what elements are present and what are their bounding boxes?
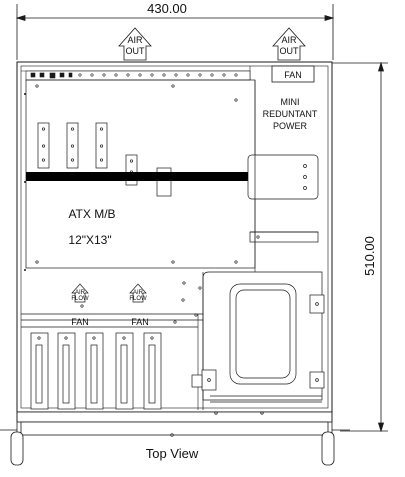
left-wall-holes bbox=[24, 93, 26, 271]
air-out-left-bottom: OUT bbox=[126, 46, 146, 56]
psu-fan-label: FAN bbox=[284, 70, 302, 80]
handle-left bbox=[10, 431, 24, 466]
air-flow-right-bottom: FLOW bbox=[129, 296, 147, 302]
psu-module bbox=[247, 154, 319, 243]
air-out-right-top: AIR bbox=[281, 35, 297, 45]
psu-fan-box bbox=[271, 65, 315, 83]
psu-label-line2: REDUNTANT bbox=[263, 109, 318, 119]
handle-right bbox=[321, 431, 335, 466]
motherboard-name: ATX M/B bbox=[68, 207, 115, 221]
front-fan-label-right: FAN bbox=[131, 317, 149, 327]
air-out-right-bottom: OUT bbox=[280, 46, 300, 56]
air-flow-arrow-right bbox=[129, 283, 147, 303]
slim-drive-bay bbox=[191, 271, 325, 410]
front-fan-label-left: FAN bbox=[71, 317, 89, 327]
air-out-left-top: AIR bbox=[127, 35, 143, 45]
width-dimension-label: 430.00 bbox=[147, 1, 187, 16]
air-out-arrow-left bbox=[118, 27, 152, 61]
air-flow-left-bottom: FLOW bbox=[71, 296, 89, 302]
front-area-outline bbox=[21, 281, 203, 328]
front-bezel bbox=[0, 408, 350, 437]
rear-io-strip bbox=[25, 70, 251, 81]
air-flow-left-top: AIR bbox=[75, 290, 86, 296]
expansion-brackets bbox=[37, 122, 172, 197]
view-caption: Top View bbox=[146, 446, 199, 461]
drive-bays bbox=[30, 332, 162, 410]
motherboard-size: 12"X13" bbox=[68, 233, 111, 247]
depth-dimension-label: 510.00 bbox=[362, 236, 377, 276]
psu-label-line1: MINI bbox=[281, 97, 300, 107]
air-flow-arrow-left bbox=[71, 283, 89, 303]
support-bar bbox=[26, 172, 248, 181]
air-out-arrow-right bbox=[272, 27, 306, 61]
width-dimension bbox=[15, 4, 335, 60]
psu-label-line3: POWER bbox=[273, 121, 308, 131]
air-flow-right-top: AIR bbox=[133, 290, 144, 296]
depth-dimension bbox=[332, 61, 388, 433]
